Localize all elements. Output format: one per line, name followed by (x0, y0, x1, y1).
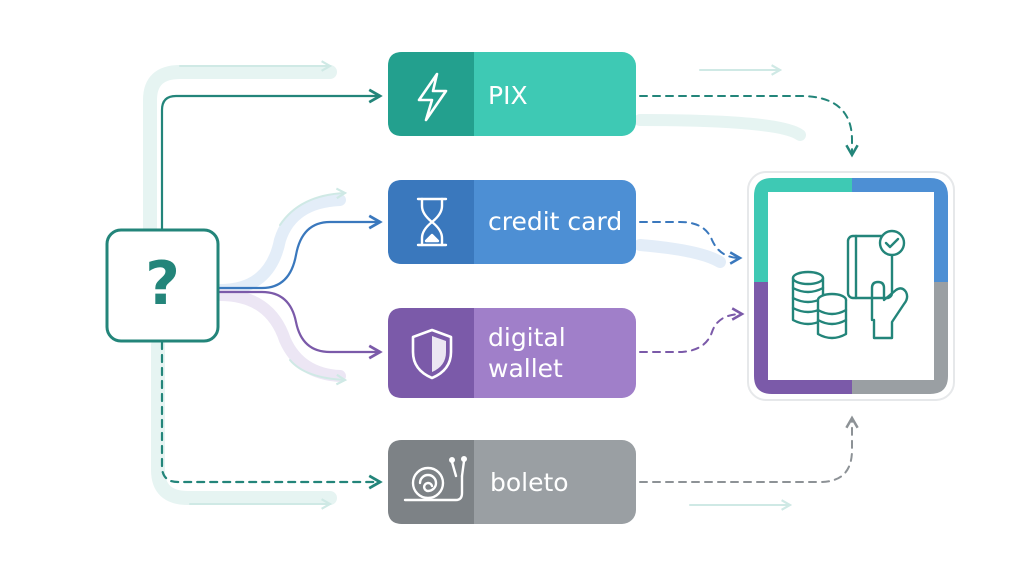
method-node-credit-card[interactable]: credit card (388, 180, 636, 264)
method-label-digital-wallet-line-1: digital (488, 323, 566, 352)
hourglass-icon (416, 197, 448, 247)
connector-start-pix (160, 88, 383, 232)
method-node-pix[interactable]: PIX (388, 52, 636, 136)
connectors-out (639, 95, 859, 483)
payment-icon (791, 229, 909, 340)
connector-credit-card-dest (639, 221, 743, 265)
shield-icon (411, 328, 453, 380)
connector-start-credit-card (216, 214, 383, 290)
snail-icon (403, 456, 468, 502)
background-ribbons (143, 65, 806, 505)
connector-start-boleto (160, 340, 383, 490)
connector-digital-wallet-dest (639, 307, 745, 353)
lightning-icon (417, 72, 448, 122)
method-label-digital-wallet-line-2: wallet (488, 354, 563, 383)
method-label-boleto: boleto (490, 468, 569, 497)
start-node[interactable]: ? (105, 228, 220, 343)
method-node-boleto[interactable]: boleto (388, 440, 636, 524)
connectors-in (160, 88, 383, 490)
faint-arrows (179, 60, 793, 511)
connector-start-digital-wallet (216, 290, 383, 360)
coins-icon (791, 270, 848, 340)
destination-frame (754, 178, 948, 394)
method-label-pix: PIX (488, 81, 528, 110)
card-hand-icon (846, 229, 909, 340)
connector-boleto-dest (639, 415, 859, 483)
connector-pix-dest (639, 95, 859, 158)
method-label-credit-card: credit card (488, 207, 622, 236)
method-node-digital-wallet[interactable]: digital wallet (388, 308, 636, 398)
destination-node[interactable] (747, 171, 955, 401)
question-icon: ? (145, 249, 180, 319)
